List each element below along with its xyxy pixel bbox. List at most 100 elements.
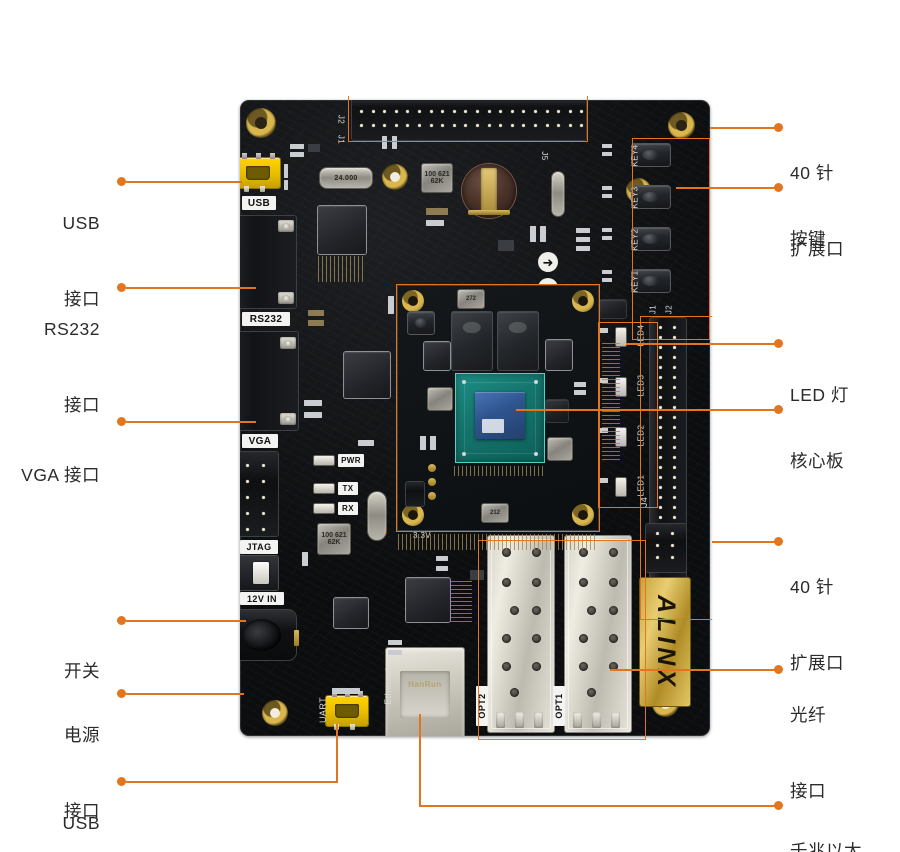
callout-dot-power bbox=[117, 689, 126, 698]
silk-key4: KEY4 bbox=[630, 144, 640, 167]
callout-line-core-board bbox=[516, 409, 776, 411]
callout-line-rs232 bbox=[126, 287, 256, 289]
indicator-led2 bbox=[616, 428, 626, 446]
ddr3-chip-2 bbox=[498, 312, 538, 370]
expansion-header-j5[interactable] bbox=[352, 100, 586, 140]
config-flash-chip bbox=[344, 352, 390, 398]
push-button-key1[interactable] bbox=[632, 270, 670, 292]
indicator-led4 bbox=[616, 328, 626, 346]
rx-led bbox=[314, 504, 334, 513]
callout-dot-ethernet bbox=[774, 801, 783, 810]
power-slide-switch[interactable] bbox=[240, 556, 278, 590]
core-cap-272: 272 bbox=[458, 290, 484, 308]
callout-dot-leds bbox=[774, 339, 783, 348]
silk-ethernet: Ethernet bbox=[383, 667, 393, 705]
core-inductor-2 bbox=[548, 438, 572, 460]
pwr-led bbox=[314, 456, 334, 465]
mounting-hole-upper-mid bbox=[382, 164, 408, 190]
jtag-header[interactable] bbox=[240, 452, 278, 536]
mounting-hole-bottom-left bbox=[262, 700, 288, 726]
silk-led2: LED2 bbox=[636, 424, 646, 447]
callout-dot-core-board bbox=[774, 405, 783, 414]
callout-line-header-top bbox=[710, 127, 776, 129]
callout-label-core-board: 核心板 bbox=[790, 450, 844, 471]
callout-label-power: 电源 接口 bbox=[64, 724, 100, 821]
callout-line-fiber bbox=[610, 669, 776, 671]
ethernet-crystal bbox=[368, 492, 386, 540]
core-chip-816h bbox=[424, 342, 450, 370]
fpga-chip bbox=[456, 374, 544, 462]
dc-power-jack[interactable] bbox=[240, 610, 296, 660]
usb-bridge-chip bbox=[318, 206, 366, 254]
aux-header[interactable] bbox=[646, 524, 686, 572]
callout-label-vga: VGA 接口 bbox=[21, 464, 100, 485]
callout-label-usb-serial: USB 转串口 bbox=[62, 812, 100, 833]
callout-dot-keys bbox=[774, 183, 783, 192]
alinx-wordmark: ALINX bbox=[651, 594, 680, 690]
callout-dot-switch bbox=[117, 616, 126, 625]
regulator-chip bbox=[334, 598, 368, 628]
expansion-header-j4[interactable] bbox=[650, 318, 686, 618]
core-chip-8170p bbox=[546, 340, 572, 370]
silk-jtag: JTAG bbox=[240, 540, 278, 554]
core-aux-header[interactable] bbox=[406, 482, 424, 506]
core-inductor bbox=[428, 388, 452, 410]
silk-opt2: OPT2 bbox=[476, 686, 488, 726]
silk-rs232: RS232 bbox=[242, 312, 290, 326]
rs232-db9-connector[interactable] bbox=[240, 216, 296, 308]
callout-line-usb bbox=[126, 181, 242, 183]
fpga-development-board: J5 J2 J1 USB RS232 bbox=[240, 100, 710, 736]
sfp-cage-opt2[interactable] bbox=[488, 536, 554, 732]
silk-opt1: OPT1 bbox=[553, 686, 565, 726]
rtc-battery-holder bbox=[462, 164, 516, 218]
callout-line-ethernet-h bbox=[419, 805, 776, 807]
callout-line-keys bbox=[676, 187, 776, 189]
sfp-cage-opt1[interactable] bbox=[565, 536, 631, 732]
rj45-brand: HanRun bbox=[408, 680, 442, 690]
smd-chip-b bbox=[600, 300, 626, 318]
callout-dot-usb bbox=[117, 177, 126, 186]
callout-dot-fiber bbox=[774, 665, 783, 674]
callout-label-ethernet: 千兆以太 网接口 bbox=[790, 840, 862, 852]
callout-dot-usb-serial bbox=[117, 777, 126, 786]
power-inductor-bottom: 100 621 62K bbox=[318, 524, 350, 554]
core-reset-button[interactable] bbox=[408, 312, 434, 334]
silk-vga: VGA bbox=[242, 434, 278, 448]
callout-label-leds: LED 灯 bbox=[790, 384, 849, 405]
mounting-hole-top-right bbox=[668, 112, 695, 139]
mounting-hole-top-left bbox=[246, 108, 276, 138]
silk-j1-right: J1 bbox=[648, 304, 658, 315]
push-button-key4[interactable] bbox=[632, 144, 670, 166]
push-button-key2[interactable] bbox=[632, 228, 670, 250]
callout-label-switch: 开关 bbox=[64, 660, 100, 681]
crystal-marking: 24.000 bbox=[334, 174, 358, 182]
callout-line-switch bbox=[126, 620, 246, 622]
silk-key1: KEY1 bbox=[630, 270, 640, 293]
callout-line-header-right bbox=[712, 541, 776, 543]
mini-usb-connector[interactable] bbox=[240, 153, 280, 192]
ethernet-rj45-jack[interactable]: HanRun bbox=[386, 648, 464, 736]
crystal-oscillator: 24.000 bbox=[320, 168, 372, 188]
silk-tx: TX bbox=[338, 482, 358, 495]
silk-led3: LED3 bbox=[636, 374, 646, 397]
silk-j2-right: J2 bbox=[664, 304, 674, 315]
callout-line-power bbox=[126, 693, 244, 695]
silk-j1-top: J1 bbox=[336, 134, 346, 145]
callout-line-vga bbox=[126, 421, 256, 423]
ddr3-chip-1 bbox=[452, 312, 492, 370]
ethernet-phy-chip bbox=[406, 578, 450, 622]
silk-j2-top: J2 bbox=[336, 114, 346, 125]
vga-db15-connector[interactable] bbox=[240, 332, 298, 430]
callout-dot-vga bbox=[117, 417, 126, 426]
power-inductor-top: 100 621 62K bbox=[422, 164, 452, 192]
indicator-led3 bbox=[616, 378, 626, 396]
push-button-key3[interactable] bbox=[632, 186, 670, 208]
callout-label-header-top: 40 针 扩展口 bbox=[790, 162, 844, 259]
uart-usb-connector[interactable] bbox=[326, 691, 368, 730]
callout-label-keys: 按键 bbox=[790, 228, 826, 249]
callout-label-usb: USB 接口 bbox=[62, 212, 100, 309]
silk-led1: LED1 bbox=[636, 474, 646, 497]
alinx-brand-plate: ALINX bbox=[640, 578, 690, 706]
callout-label-rs232: RS232 接口 bbox=[43, 318, 100, 415]
